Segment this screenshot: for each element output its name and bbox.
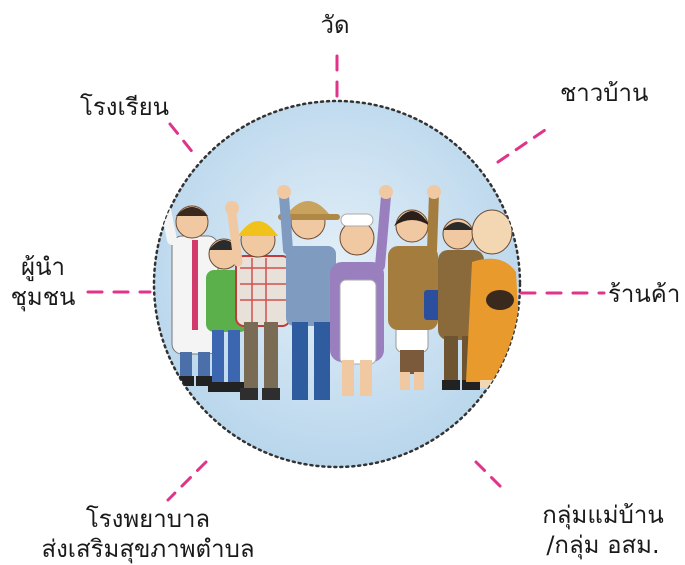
- node-label-line: กลุ่มแม่บ้าน: [542, 501, 664, 529]
- node-label-line: ผู้นำ: [21, 253, 65, 281]
- node-label-line: ชาวบ้าน: [560, 79, 649, 107]
- node-label-health-hospital: โรงพยาบาล ส่งเสริมสุขภาพตำบล: [18, 504, 278, 564]
- node-label-villagers: ชาวบ้าน: [560, 78, 648, 108]
- node-label-community-leader: ผู้นำ ชุมชน: [8, 252, 78, 312]
- connector-bottom-right: [474, 460, 506, 492]
- connector-lines: [86, 54, 606, 502]
- node-label-line: ส่งเสริมสุขภาพตำบล: [41, 535, 255, 563]
- node-label-line: โรงเรียน: [80, 93, 170, 121]
- node-label-line: ชุมชน: [10, 283, 76, 311]
- community-people-illustration-icon: [157, 185, 520, 400]
- connector-top-left: [168, 122, 196, 156]
- node-label-school: โรงเรียน: [80, 92, 169, 122]
- node-label-line: ร้านค้า: [608, 280, 681, 308]
- node-label-line: โรงพยาบาล: [85, 505, 211, 533]
- connector-top-right: [496, 126, 550, 164]
- connector-bottom-left: [166, 460, 208, 502]
- node-label-line: วัด: [320, 11, 350, 39]
- node-label-line: /กลุ่ม อสม.: [546, 531, 660, 559]
- node-label-housewives-group: กลุ่มแม่บ้าน /กลุ่ม อสม.: [533, 500, 673, 560]
- node-label-shops: ร้านค้า: [608, 279, 680, 309]
- node-label-wat: วัด: [300, 10, 370, 40]
